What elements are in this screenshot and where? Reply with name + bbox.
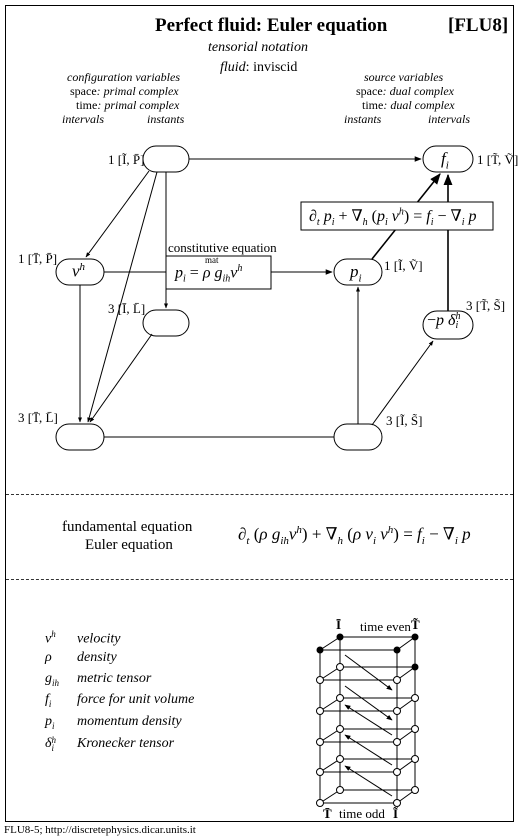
legend-row: pi momentum density <box>45 714 182 731</box>
source-col-instants: instants <box>344 112 382 126</box>
subtitle: tensorial notation <box>208 40 308 55</box>
page-frame <box>5 5 514 822</box>
legend-description: metric tensor <box>77 671 152 686</box>
edge-mid-bottom <box>89 333 153 423</box>
tag-top-left: 1 [Ĩ, P̄] <box>108 152 145 167</box>
fluid-line: fluid: inviscid <box>220 60 298 75</box>
constitutive-label: constitutive equation <box>168 240 277 255</box>
v-node-label: vh <box>72 261 86 281</box>
separator-top <box>6 494 513 495</box>
page-code: [FLU8] <box>448 15 509 36</box>
constitutive-equation-box <box>165 255 272 290</box>
tag-top-right: 1 [T̃, Ṽ] <box>477 152 519 167</box>
legend-symbol: gih <box>45 671 60 688</box>
tag-v: 1 [T̄, P̄] <box>18 251 58 266</box>
config-variables-heading: configuration variables <box>67 70 180 84</box>
page-title: Perfect fluid: Euler equation <box>155 15 388 36</box>
p-node-label: pi <box>350 262 362 285</box>
legend-symbol: fi <box>45 692 52 709</box>
legend-description: velocity <box>77 631 121 647</box>
source-space-line: space: dual complex <box>356 84 454 98</box>
mini-top-left-label: Ī <box>336 617 342 632</box>
fundamental-label: fundamental equation <box>62 519 193 535</box>
footer-reference: FLU8-5; http://discretephysics.dicar.uni… <box>4 824 196 836</box>
euler-label: Euler equation <box>85 537 173 553</box>
mini-bottom-right-label: Ĩ <box>393 806 399 821</box>
tag-bottom-left: 3 [T̄, L̄] <box>18 410 58 425</box>
balance-equation-box <box>300 201 494 231</box>
legend-row: fi force for unit volume <box>45 692 194 709</box>
mini-time-even-label: time even <box>360 619 411 634</box>
legend-description: Kronecker tensor <box>77 736 175 752</box>
legend-description: momentum density <box>77 714 182 729</box>
tag-delta: 3 [T̃, S̃] <box>466 298 506 313</box>
euler-equation: ∂t (ρ gihvh) + ∇h (ρ vi vh) = fi − ∇i p <box>238 524 471 548</box>
fluid-label: fluid <box>220 60 246 75</box>
mini-top-right-label: T̃ <box>411 617 420 632</box>
legend-row: gih metric tensor <box>45 671 151 688</box>
balance-equation: ∂t pi + ∇h (pi vh) = fi − ∇i p <box>309 206 477 229</box>
edge-topleft-bottom <box>87 171 158 423</box>
legend-symbol: ρ <box>45 650 52 665</box>
mat-label: mat <box>205 255 219 265</box>
fi-node-label: fi <box>441 149 449 172</box>
legend-description: density <box>77 650 117 665</box>
tag-p: 1 [Ĩ, Ṽ] <box>384 258 423 273</box>
mini-bottom-left-label: T̄ <box>323 806 332 821</box>
legend-description: force for unit volume <box>77 692 195 707</box>
mini-time-odd-label: time odd <box>339 806 385 821</box>
node-p <box>333 258 383 286</box>
node-top-right <box>422 145 474 173</box>
legend-symbol: vh <box>45 629 56 647</box>
tag-mid-left: 3 [Ī, L̄] <box>108 301 146 316</box>
config-space-line: space: primal complex <box>70 84 179 98</box>
legend-row: vh velocity <box>45 629 121 648</box>
node-mid-left <box>142 309 190 337</box>
config-col-intervals: intervals <box>62 112 104 126</box>
source-variables-heading: source variables <box>364 70 444 84</box>
fluid-value: inviscid <box>253 60 298 75</box>
separator-bottom <box>6 579 513 580</box>
source-col-intervals: intervals <box>428 112 470 126</box>
config-time-line: time: primal complex <box>76 98 180 112</box>
edge-topleft-v <box>85 170 150 258</box>
legend-row: ρ density <box>45 650 117 666</box>
source-time-line: time: dual complex <box>362 98 455 112</box>
tag-bottom-right: 3 [Ĩ, S̃] <box>386 413 423 428</box>
legend-symbol: pi <box>45 714 55 731</box>
constitutive-equation: pi = ρ gihvh <box>175 263 243 285</box>
edge-bottomright-delta <box>371 340 434 426</box>
config-col-instants: instants <box>147 112 185 126</box>
